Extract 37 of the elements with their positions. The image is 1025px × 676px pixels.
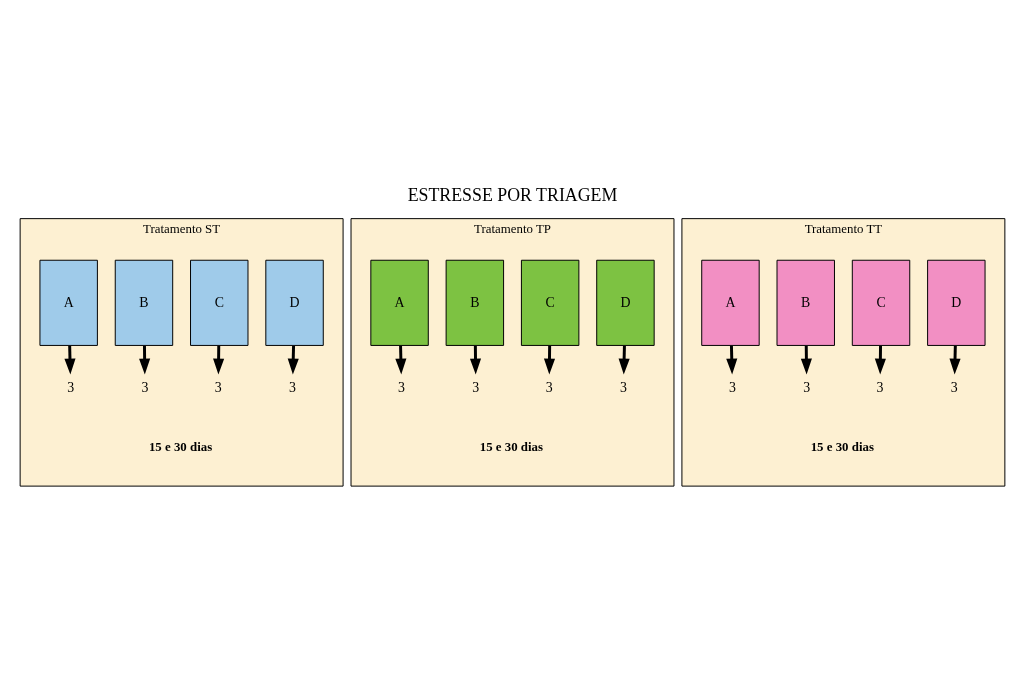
node-text: 3 xyxy=(398,379,406,395)
node-text: 3 xyxy=(141,379,149,395)
node-box: C xyxy=(520,259,580,346)
arrow xyxy=(64,345,76,374)
node-text: 3 xyxy=(472,379,480,395)
node-box: C xyxy=(851,259,911,346)
node-text: 3 xyxy=(950,379,958,395)
arrow xyxy=(800,345,812,375)
node-text: 3 xyxy=(803,379,811,395)
node-text: 3 xyxy=(214,379,222,395)
node-box: D xyxy=(265,259,324,346)
node-text: 3 xyxy=(289,379,297,395)
arrow xyxy=(949,345,961,374)
node-text: 3 xyxy=(545,379,553,395)
arrow xyxy=(874,345,886,374)
arrow xyxy=(543,345,556,374)
node-box: A xyxy=(701,259,760,346)
node-text: 3 xyxy=(728,379,736,395)
arrow xyxy=(469,345,482,374)
node-text: 3 xyxy=(67,379,75,395)
arrow xyxy=(213,345,225,375)
arrow xyxy=(395,345,407,374)
node-text: 3 xyxy=(619,379,627,395)
node-text: 3 xyxy=(876,379,884,395)
diagram-title: ESTRESSE POR TRIAGEM xyxy=(407,184,618,205)
node-box: A xyxy=(370,259,429,346)
node-box: B xyxy=(445,259,505,346)
arrow xyxy=(726,345,738,374)
node-box: C xyxy=(190,259,249,346)
arrow xyxy=(139,345,151,374)
arrow xyxy=(287,345,299,374)
node-box: B xyxy=(114,259,174,346)
node-box: D xyxy=(927,259,986,346)
node-box: D xyxy=(596,259,655,346)
node-box: A xyxy=(39,259,98,346)
node-box: B xyxy=(776,259,835,346)
arrow xyxy=(618,345,630,374)
